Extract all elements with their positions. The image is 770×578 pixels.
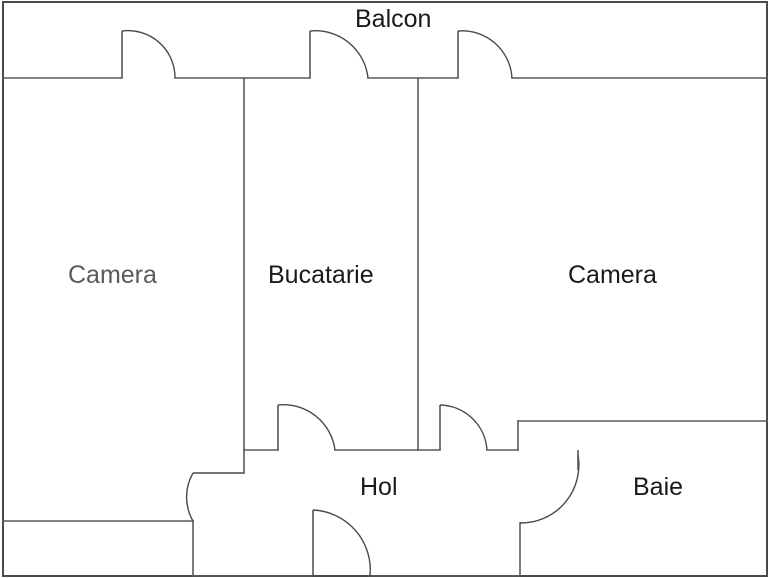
room-label-baie: Baie [633, 473, 684, 501]
door-bucatarie-to-balcon-swing-arc [309, 30, 369, 79]
door-camera-left-to-balcon [121, 29, 176, 79]
room-label-hol: Hol [360, 473, 398, 501]
door-hol-entrance-bottom [312, 509, 372, 577]
door-camera-right-to-hol [439, 404, 488, 451]
interior-walls [2, 77, 768, 577]
door-camera-left-to-hol-swing-arc [185, 472, 194, 522]
door-camera-right-to-balcon [457, 30, 513, 79]
door-camera-left-to-balcon-swing-arc [121, 29, 176, 79]
door-bucatarie-to-hol-swing-arc [277, 404, 336, 451]
room-label-balcon: Balcon [355, 5, 432, 33]
door-camera-right-to-balcon-swing-arc [457, 30, 513, 79]
door-camera-left-to-hol [185, 472, 244, 522]
room-label-camera-right: Camera [568, 261, 657, 289]
room-label-bucatarie: Bucatarie [268, 261, 374, 289]
doors [121, 29, 580, 577]
door-hol-entrance-bottom-swing-arc [312, 509, 372, 577]
door-bucatarie-to-balcon [309, 30, 369, 79]
door-baie-to-hol-swing-arc [519, 454, 580, 524]
room-label-camera-left: Camera [68, 261, 157, 289]
door-bucatarie-to-hol [277, 404, 336, 451]
door-baie-to-hol [519, 450, 580, 524]
door-camera-right-to-hol-swing-arc [439, 404, 488, 451]
